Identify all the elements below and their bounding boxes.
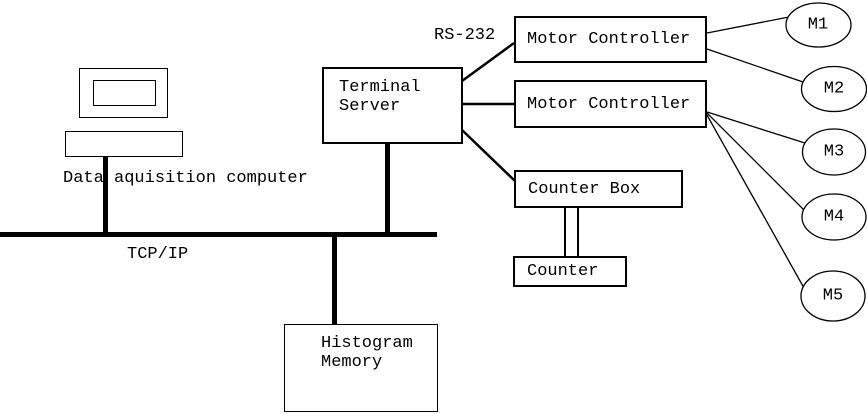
motor-m2-label: M2 bbox=[823, 79, 845, 99]
monitor-screen-icon bbox=[93, 80, 156, 106]
keyboard-icon bbox=[65, 131, 183, 157]
counter-box-label: Counter Box bbox=[528, 179, 641, 199]
counter-box-link bbox=[461, 129, 516, 182]
motor-line-m4 bbox=[706, 112, 806, 212]
motor-m5-label: M5 bbox=[822, 286, 844, 306]
tcpip-label: TCP/IP bbox=[127, 245, 189, 264]
motor-m4-label: M4 bbox=[823, 207, 845, 227]
histogram-memory-label: Histogram Memory bbox=[321, 334, 413, 372]
motor-m1-label: M1 bbox=[807, 15, 829, 35]
motor-line-m5 bbox=[706, 114, 805, 289]
terminal-server-label: Terminal Server bbox=[339, 78, 421, 116]
terminal-server-box: Terminal Server bbox=[322, 67, 463, 144]
motor-line-m3 bbox=[706, 111, 806, 144]
counter-node: Counter bbox=[513, 256, 627, 287]
motor-controller-1-label: Motor Controller bbox=[527, 30, 691, 49]
counter-box-node: Counter Box bbox=[514, 170, 683, 208]
rs232-link-motor-controller-1 bbox=[461, 41, 515, 83]
motor-line-m1 bbox=[706, 16, 790, 34]
motor-controller-2-box: Motor Controller bbox=[514, 80, 707, 128]
motor-controller-1-box: Motor Controller bbox=[514, 16, 707, 63]
motor-line-m2 bbox=[706, 48, 804, 83]
rs232-label: RS-232 bbox=[434, 26, 496, 45]
motor-m3-label: M3 bbox=[823, 142, 845, 162]
motor-controller-2-label: Motor Controller bbox=[527, 94, 691, 114]
data-acquisition-label: Data aquisition computer bbox=[63, 169, 308, 188]
counter-label: Counter bbox=[527, 262, 599, 281]
histogram-memory-box: Histogram Memory bbox=[284, 324, 438, 412]
